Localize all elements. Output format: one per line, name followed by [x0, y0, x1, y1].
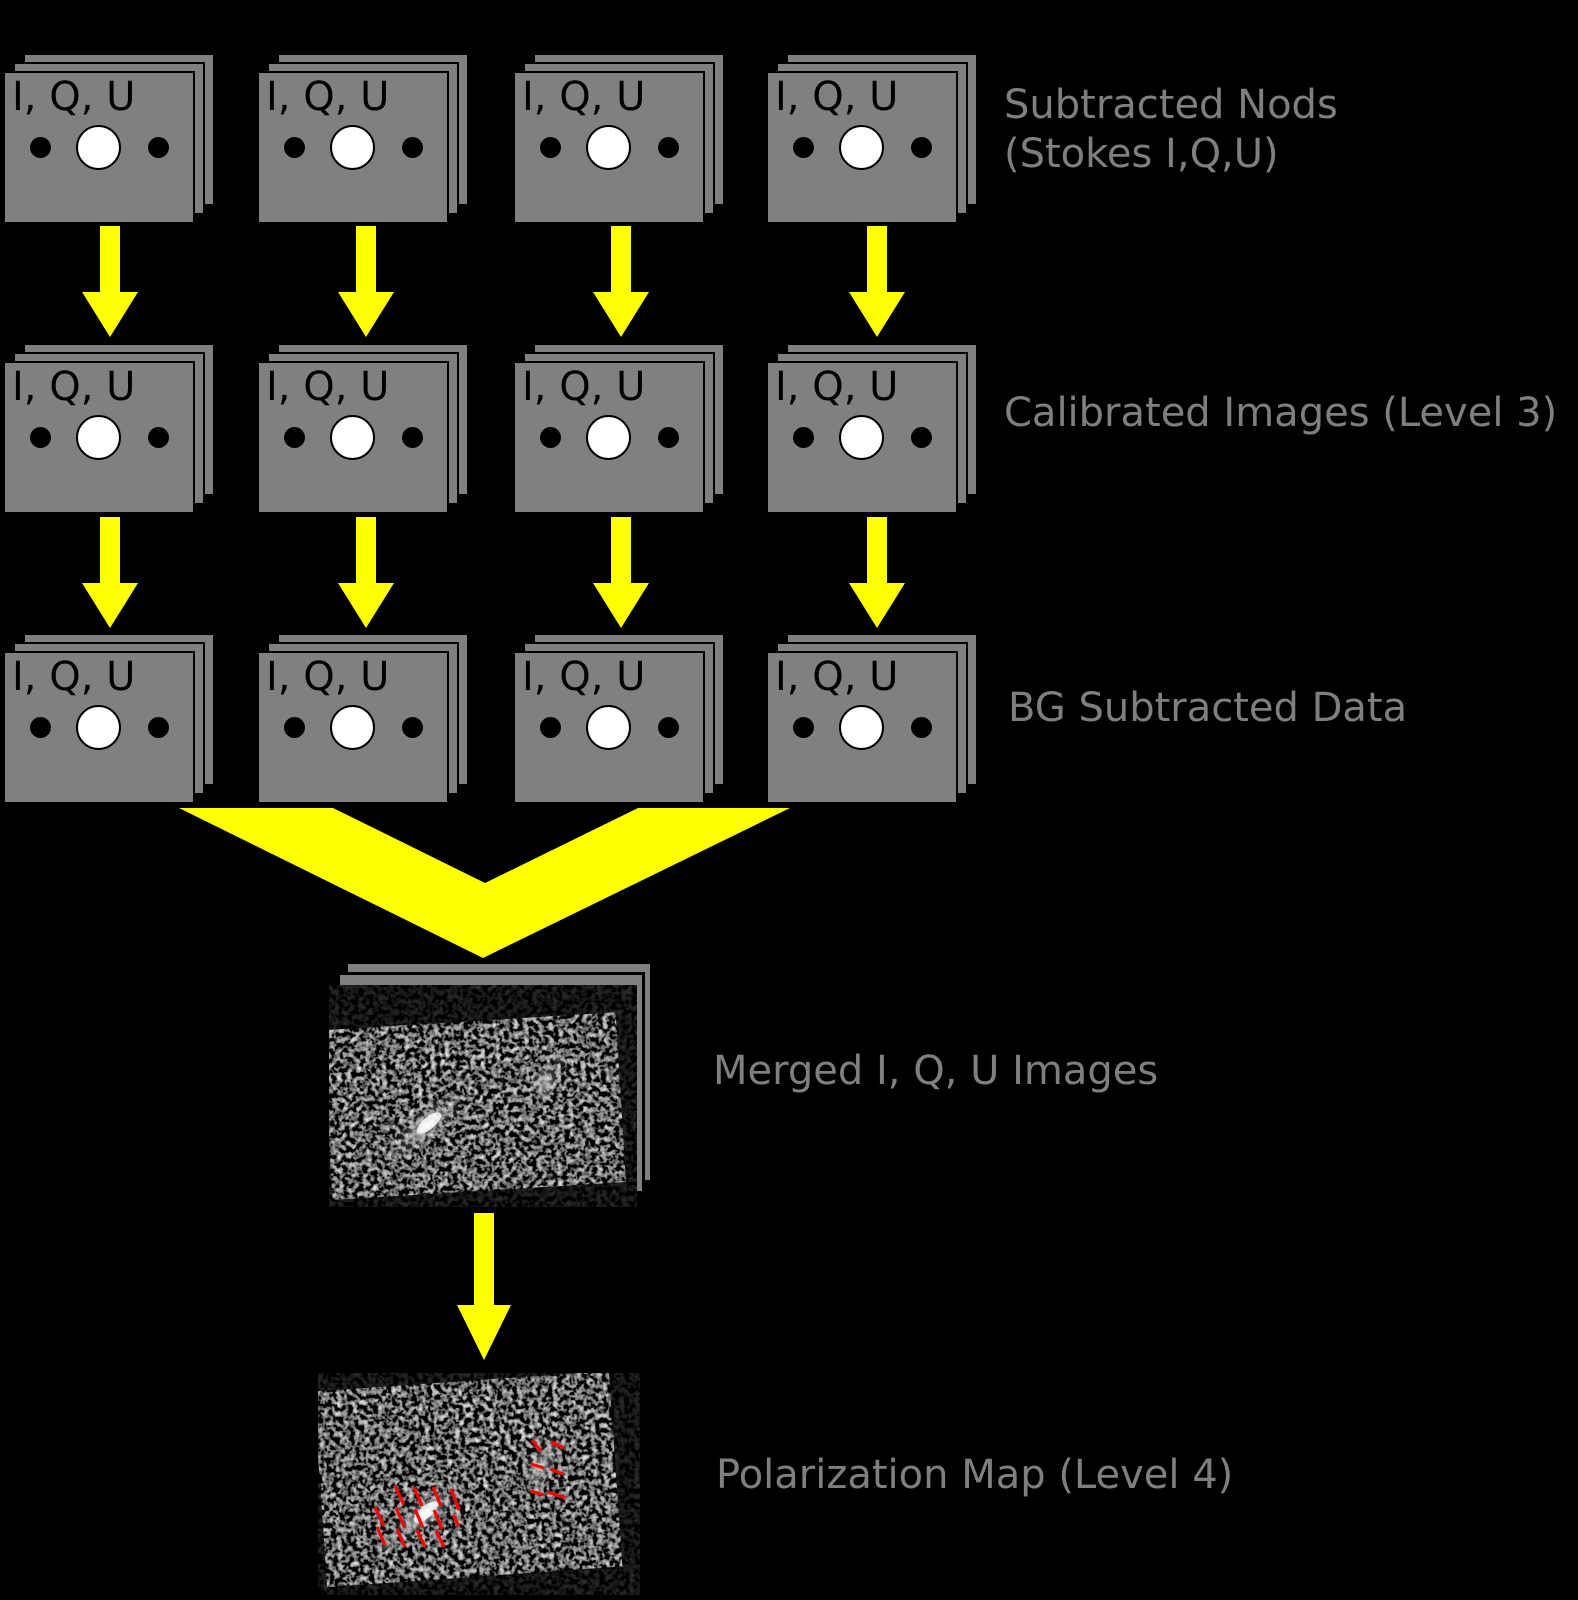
- image-stack-row3-col1: I, Q, U: [3, 633, 219, 808]
- nod-dot-icon: [911, 427, 932, 448]
- nod-dot-icon: [30, 427, 51, 448]
- card-label: I, Q, U: [12, 364, 136, 410]
- source-circle-icon: [330, 415, 375, 460]
- image-stack-row2-col3: I, Q, U: [513, 343, 729, 518]
- stokes-card: I, Q, U: [513, 361, 705, 514]
- card-label: I, Q, U: [12, 654, 136, 700]
- stokes-card: I, Q, U: [257, 361, 449, 514]
- source-circle-icon: [330, 125, 375, 170]
- label-line: Merged I, Q, U Images: [713, 1048, 1159, 1094]
- source-circle-icon: [839, 125, 884, 170]
- nod-dot-icon: [402, 137, 423, 158]
- stokes-card: I, Q, U: [3, 71, 195, 224]
- nod-dot-icon: [911, 717, 932, 738]
- stokes-card: I, Q, U: [766, 651, 958, 804]
- polarization-vectors-left: [373, 1485, 461, 1548]
- merge-funnel-arrow: [179, 808, 790, 958]
- card-label: I, Q, U: [266, 654, 390, 700]
- nod-dot-icon: [658, 427, 679, 448]
- card-label: I, Q, U: [522, 364, 646, 410]
- image-stack-row1-col3: I, Q, U: [513, 53, 729, 228]
- image-stack-row2-col4: I, Q, U: [766, 343, 982, 518]
- stokes-card: I, Q, U: [257, 71, 449, 224]
- source-circle-icon: [586, 415, 631, 460]
- nod-dot-icon: [284, 717, 305, 738]
- label-line: Calibrated Images (Level 3): [1004, 390, 1558, 436]
- stokes-card: I, Q, U: [513, 71, 705, 224]
- flow-arrow-down: [338, 517, 394, 628]
- card-label: I, Q, U: [266, 74, 390, 120]
- nod-dot-icon: [658, 717, 679, 738]
- flow-arrow-down: [82, 226, 138, 337]
- source-circle-icon: [76, 415, 121, 460]
- stokes-card: I, Q, U: [766, 71, 958, 224]
- flow-arrow-down: [593, 517, 649, 628]
- label-line: Subtracted Nods: [1004, 82, 1338, 128]
- nod-dot-icon: [30, 137, 51, 158]
- stokes-card: I, Q, U: [3, 361, 195, 514]
- nod-dot-icon: [793, 427, 814, 448]
- source-circle-icon: [839, 705, 884, 750]
- label-line: (Stokes I,Q,U): [1004, 131, 1279, 177]
- row-label-calibrated-images: Calibrated Images (Level 3): [1004, 389, 1557, 438]
- label-polarization-map: Polarization Map (Level 4): [716, 1451, 1233, 1500]
- card-label: I, Q, U: [522, 654, 646, 700]
- card-label: I, Q, U: [775, 364, 899, 410]
- nod-dot-icon: [540, 717, 561, 738]
- flow-arrow-down: [82, 517, 138, 628]
- card-label: I, Q, U: [12, 74, 136, 120]
- polarization-map-image: [318, 1373, 640, 1595]
- stokes-card: I, Q, U: [513, 651, 705, 804]
- stokes-card: I, Q, U: [257, 651, 449, 804]
- nod-dot-icon: [793, 137, 814, 158]
- label-line: BG Subtracted Data: [1008, 685, 1408, 731]
- image-stack-row1-col4: I, Q, U: [766, 53, 982, 228]
- nod-dot-icon: [540, 137, 561, 158]
- flow-arrow-down: [338, 226, 394, 337]
- nod-dot-icon: [148, 137, 169, 158]
- image-stack-row3-col3: I, Q, U: [513, 633, 729, 808]
- image-stack-row3-col4: I, Q, U: [766, 633, 982, 808]
- nod-dot-icon: [911, 137, 932, 158]
- nod-dot-icon: [148, 717, 169, 738]
- source-circle-icon: [586, 125, 631, 170]
- nod-dot-icon: [30, 717, 51, 738]
- label-line: Polarization Map (Level 4): [716, 1452, 1234, 1498]
- nod-dot-icon: [402, 717, 423, 738]
- nod-dot-icon: [793, 717, 814, 738]
- flow-arrow-down: [593, 226, 649, 337]
- card-label: I, Q, U: [775, 654, 899, 700]
- source-circle-icon: [330, 705, 375, 750]
- nod-dot-icon: [148, 427, 169, 448]
- image-stack-row2-col2: I, Q, U: [257, 343, 473, 518]
- merged-image-stack: [329, 961, 665, 1215]
- image-stack-row3-col2: I, Q, U: [257, 633, 473, 808]
- image-stack-row2-col1: I, Q, U: [3, 343, 219, 518]
- card-label: I, Q, U: [266, 364, 390, 410]
- source-circle-icon: [76, 705, 121, 750]
- flow-arrow-down: [457, 1213, 511, 1360]
- nod-dot-icon: [540, 427, 561, 448]
- nod-dot-icon: [402, 427, 423, 448]
- row-label-subtracted-nods: Subtracted Nods (Stokes I,Q,U): [1004, 81, 1338, 179]
- stokes-card: I, Q, U: [766, 361, 958, 514]
- label-merged-images: Merged I, Q, U Images: [713, 1047, 1158, 1096]
- card-label: I, Q, U: [522, 74, 646, 120]
- flow-arrow-down: [849, 517, 905, 628]
- source-circle-icon: [586, 705, 631, 750]
- merged-iqu-image: [329, 985, 637, 1207]
- row-label-bg-subtracted: BG Subtracted Data: [1008, 684, 1407, 733]
- nod-dot-icon: [658, 137, 679, 158]
- image-stack-row1-col2: I, Q, U: [257, 53, 473, 228]
- source-circle-icon: [839, 415, 884, 460]
- polarization-vectors-right: [529, 1438, 566, 1500]
- flow-arrow-down: [849, 226, 905, 337]
- card-label: I, Q, U: [775, 74, 899, 120]
- nod-dot-icon: [284, 137, 305, 158]
- nod-dot-icon: [284, 427, 305, 448]
- source-circle-icon: [76, 125, 121, 170]
- image-stack-row1-col1: I, Q, U: [3, 53, 219, 228]
- stokes-card: I, Q, U: [3, 651, 195, 804]
